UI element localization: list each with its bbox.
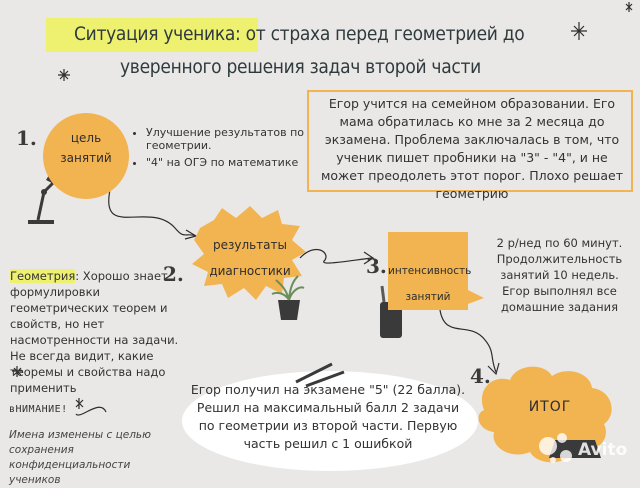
connector-line-1 <box>108 189 197 237</box>
intro-box <box>307 90 633 192</box>
title-highlight-bg <box>46 18 258 52</box>
goal-circle <box>43 113 129 199</box>
intensity-label-line-1: интенсивность <box>388 265 472 277</box>
pens-icon <box>295 362 345 388</box>
diagnostics-label-line-2: диагностики <box>209 264 291 278</box>
squiggle-line <box>75 406 107 416</box>
intensity-label: интенсивность занятий <box>388 258 472 310</box>
result-label: ИТОГ <box>528 399 572 415</box>
connector-line-3 <box>439 309 497 373</box>
step-3-number: 3. <box>366 254 387 278</box>
goal-bullets: Улучшение результатов по геометрии. "4" … <box>134 126 316 173</box>
title-highlight: Ситуация ученика: <box>74 23 241 45</box>
intensity-label-line-2: занятий <box>405 291 451 303</box>
step-2-number: 2. <box>163 262 184 286</box>
diagnostics-text: Геометрия: Хорошо знает формулировки гео… <box>10 268 190 396</box>
intro-text: Егор учится на семейном образовании. Его… <box>320 96 624 201</box>
step-1-number: 1. <box>16 126 37 150</box>
diagnostics-label: результаты диагностики <box>198 232 302 284</box>
sparkle-icon <box>12 366 23 377</box>
attention-label: вНИМАНИЕ! <box>9 404 68 415</box>
connector-arrow-3 <box>487 362 500 376</box>
title-line-1: Ситуация ученика: от страха перед геомет… <box>74 23 525 45</box>
connector-line-2 <box>299 248 373 264</box>
result-text: Егор получил на экзамене "5" (22 балла).… <box>190 382 466 451</box>
step-4-number: 4. <box>470 364 491 388</box>
geometry-description: : Хорошо знает формулировки геометрическ… <box>10 269 179 395</box>
sparkle-icon <box>625 2 633 12</box>
geometry-key: Геометрия <box>10 269 76 283</box>
intensity-text: 2 р/нед по 60 минут. Продолжительность з… <box>496 236 623 314</box>
cloud-shape <box>478 366 612 463</box>
connector-arrow-2 <box>363 251 375 265</box>
title-line-1-rest: от страха перед геометрией до <box>240 23 525 45</box>
goal-bullet: "4" на ОГЭ по математике <box>146 156 316 169</box>
box-tail <box>468 290 484 304</box>
result-oval <box>182 371 478 471</box>
privacy-note: Имена изменены с целью сохранения конфид… <box>9 429 151 486</box>
sparkle-icon <box>571 22 587 40</box>
intensity-box <box>388 232 468 310</box>
starburst-shape <box>192 206 306 300</box>
goal-label: цель занятий <box>43 128 129 168</box>
goal-bullet: Улучшение результатов по геометрии. <box>146 126 316 152</box>
goal-label-line-2: занятий <box>60 151 112 165</box>
sparkle-icon <box>58 69 70 81</box>
diagnostics-label-line-1: результаты <box>212 238 288 252</box>
avito-watermark: Avito <box>578 440 628 460</box>
title-line-2: уверенного решения задач второй части <box>120 56 481 78</box>
goal-label-line-1: цель <box>70 131 102 145</box>
sparkle-icon <box>75 398 84 409</box>
avito-logo-icon <box>539 433 572 463</box>
plant-icon <box>271 275 305 320</box>
